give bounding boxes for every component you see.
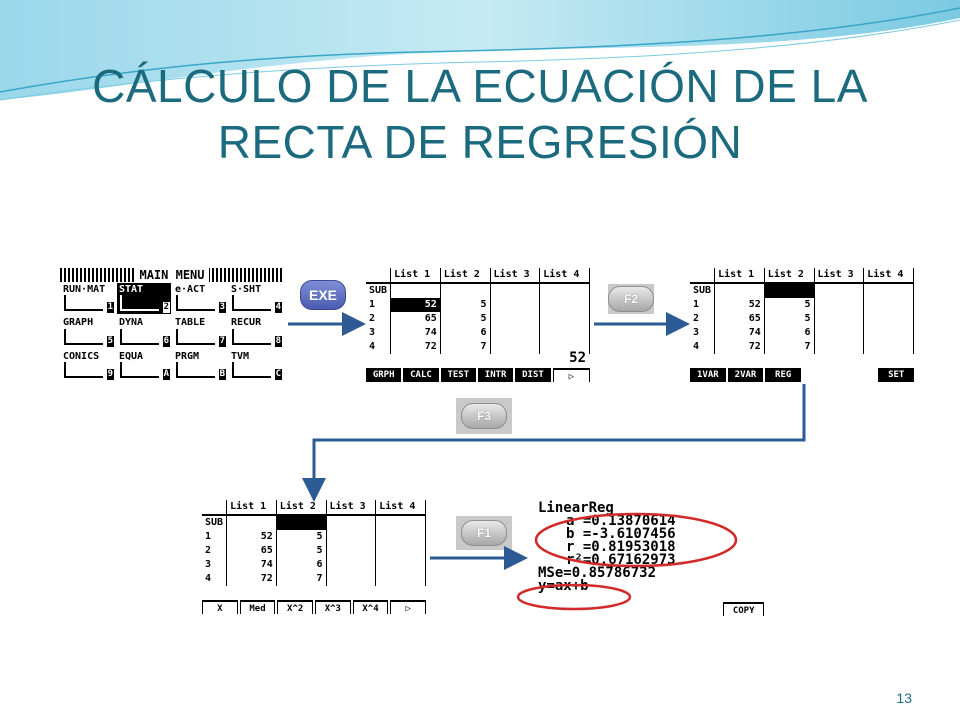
list-cell-selected[interactable] [276,515,327,530]
main-menu-title: MAIN MENU [60,268,284,282]
list-cell-selected[interactable] [764,283,815,298]
table-icon [176,328,215,345]
list-cell[interactable]: 6 [440,326,491,340]
list-cell[interactable]: 72 [390,340,441,354]
dyna-icon [120,328,159,345]
recur-icon [232,328,271,345]
highlight-coefficients [534,512,738,568]
function-key-bar: X Med X^2 X^3 X^4 ▷ [202,600,426,614]
highlight-formula [516,583,632,611]
fkey-2var[interactable]: 2VAR [727,368,764,382]
function-key-bar: GRPH CALC TEST INTR DIST ▷ [366,368,590,382]
tvm-icon [232,361,271,378]
list-cell-selected[interactable]: 52 [390,298,441,312]
fkey-med[interactable]: Med [239,600,276,614]
fkey-dist[interactable]: DIST [515,368,551,382]
equa-icon [120,361,159,378]
slide-title: CÁLCULO DE LA ECUACIÓN DE LA RECTA DE RE… [40,58,920,170]
f1-key[interactable]: F1 [456,516,512,550]
list-header: List 2 [440,268,491,284]
list-cell[interactable]: 65 [390,312,441,326]
run-mat-icon [64,295,103,312]
arrow-calc-to-reg [302,384,806,502]
function-key-bar: COPY [528,602,764,616]
f3-key[interactable]: F3 [456,398,512,434]
fkey-reg[interactable]: REG [765,368,802,382]
function-key-bar: 1VAR 2VAR REG SET [690,368,914,382]
exe-key[interactable]: EXE [298,278,348,312]
fkey-intr[interactable]: INTR [477,368,514,382]
result-r: r =0.81953018 [566,539,676,555]
result-mse: MSe=0.85786732 [538,565,657,581]
result-b: b =-3.6107456 [566,526,676,542]
title-line-2: RECTA DE REGRESIÓN [217,116,743,168]
fkey-copy[interactable]: COPY [723,602,764,616]
fkey-more[interactable]: ▷ [552,368,590,382]
fkey-more[interactable]: ▷ [390,600,426,614]
graph-icon [64,328,103,345]
list-cell[interactable]: 7 [440,340,491,354]
list-cell[interactable]: 74 [390,326,441,340]
fkey-set[interactable]: SET [878,368,914,382]
list-header: List 1 [390,268,441,284]
spreadsheet-icon [232,295,271,312]
list-header: List 4 [539,268,590,284]
fkey-calc[interactable]: CALC [403,368,439,382]
list-cell[interactable]: 5 [440,312,491,326]
sub-label: SUB [366,283,392,298]
fkey-x4[interactable]: X^4 [352,600,389,614]
list-header: List 3 [490,268,541,284]
list-cell[interactable]: 5 [440,298,491,312]
f2-key[interactable]: F2 [608,284,654,314]
current-value: 52 [569,350,586,366]
conics-icon [64,361,103,378]
fkey-x3[interactable]: X^3 [315,600,351,614]
e-act-icon [176,295,215,312]
header-wave-decoration [0,0,960,101]
prgm-icon [176,361,215,378]
title-line-1: CÁLCULO DE LA ECUACIÓN DE LA [92,60,868,112]
stat-icon [120,295,159,312]
page-number: 13 [896,690,912,706]
fkey-grph[interactable]: GRPH [366,368,402,382]
fkey-test[interactable]: TEST [440,368,476,382]
result-title: LinearReg [538,500,614,516]
fkey-x2[interactable]: X^2 [277,600,314,614]
fkey-1var[interactable]: 1VAR [690,368,726,382]
fkey-x[interactable]: X [202,600,238,614]
